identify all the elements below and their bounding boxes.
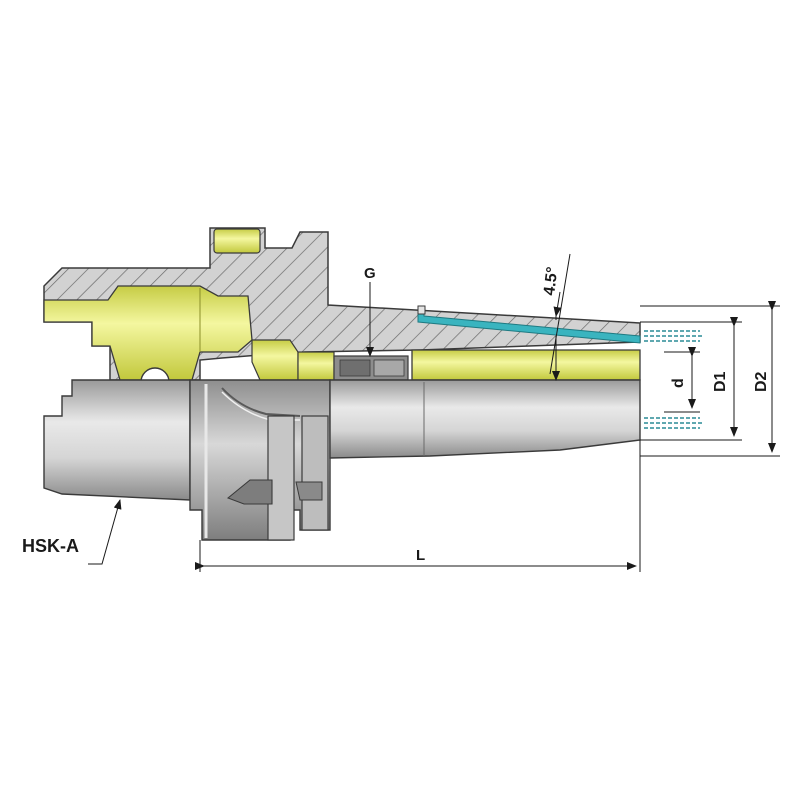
d2-label: D2 bbox=[753, 371, 770, 392]
tool-shank-section bbox=[411, 349, 641, 381]
plug-sleeve bbox=[297, 351, 335, 381]
shrink-fit-nose bbox=[329, 379, 641, 459]
lower-external-view bbox=[43, 379, 641, 541]
drive-slot-insert bbox=[213, 228, 261, 254]
tool-stub-upper bbox=[642, 328, 704, 344]
length-l-label: L bbox=[416, 547, 425, 564]
hsk-taper-shank bbox=[43, 379, 191, 501]
upper-section-view bbox=[43, 227, 641, 397]
hsk-a-leader bbox=[88, 499, 122, 565]
d1-label: D1 bbox=[712, 371, 729, 392]
tool-stub-lower bbox=[644, 417, 702, 429]
clamping-unit-section bbox=[43, 285, 253, 381]
bore-d-label: d bbox=[670, 378, 687, 388]
dimension-lines bbox=[88, 253, 780, 572]
coolant-plug-section bbox=[251, 339, 299, 381]
thread-g-label: G bbox=[364, 265, 376, 282]
hsk-a-label: HSK-A bbox=[22, 536, 79, 556]
orientation-notch bbox=[226, 479, 273, 505]
taper-angle-label: 4.5° bbox=[541, 266, 561, 296]
